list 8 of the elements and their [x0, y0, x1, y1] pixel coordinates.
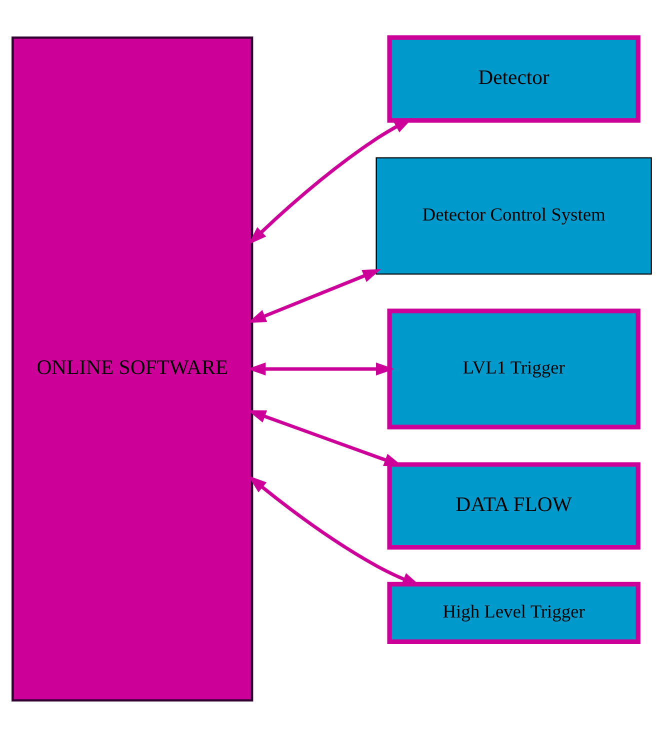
arrow — [248, 268, 382, 322]
arrow — [248, 118, 413, 244]
node-box: ONLINE SOFTWARE — [12, 36, 254, 702]
node-box: Detector Control System — [376, 156, 652, 274]
node-box: DATA FLOW — [387, 462, 640, 550]
node-box: High Level Trigger — [387, 581, 640, 644]
node-box: Detector — [387, 34, 640, 122]
node-box: LVL1 Trigger — [387, 308, 640, 429]
